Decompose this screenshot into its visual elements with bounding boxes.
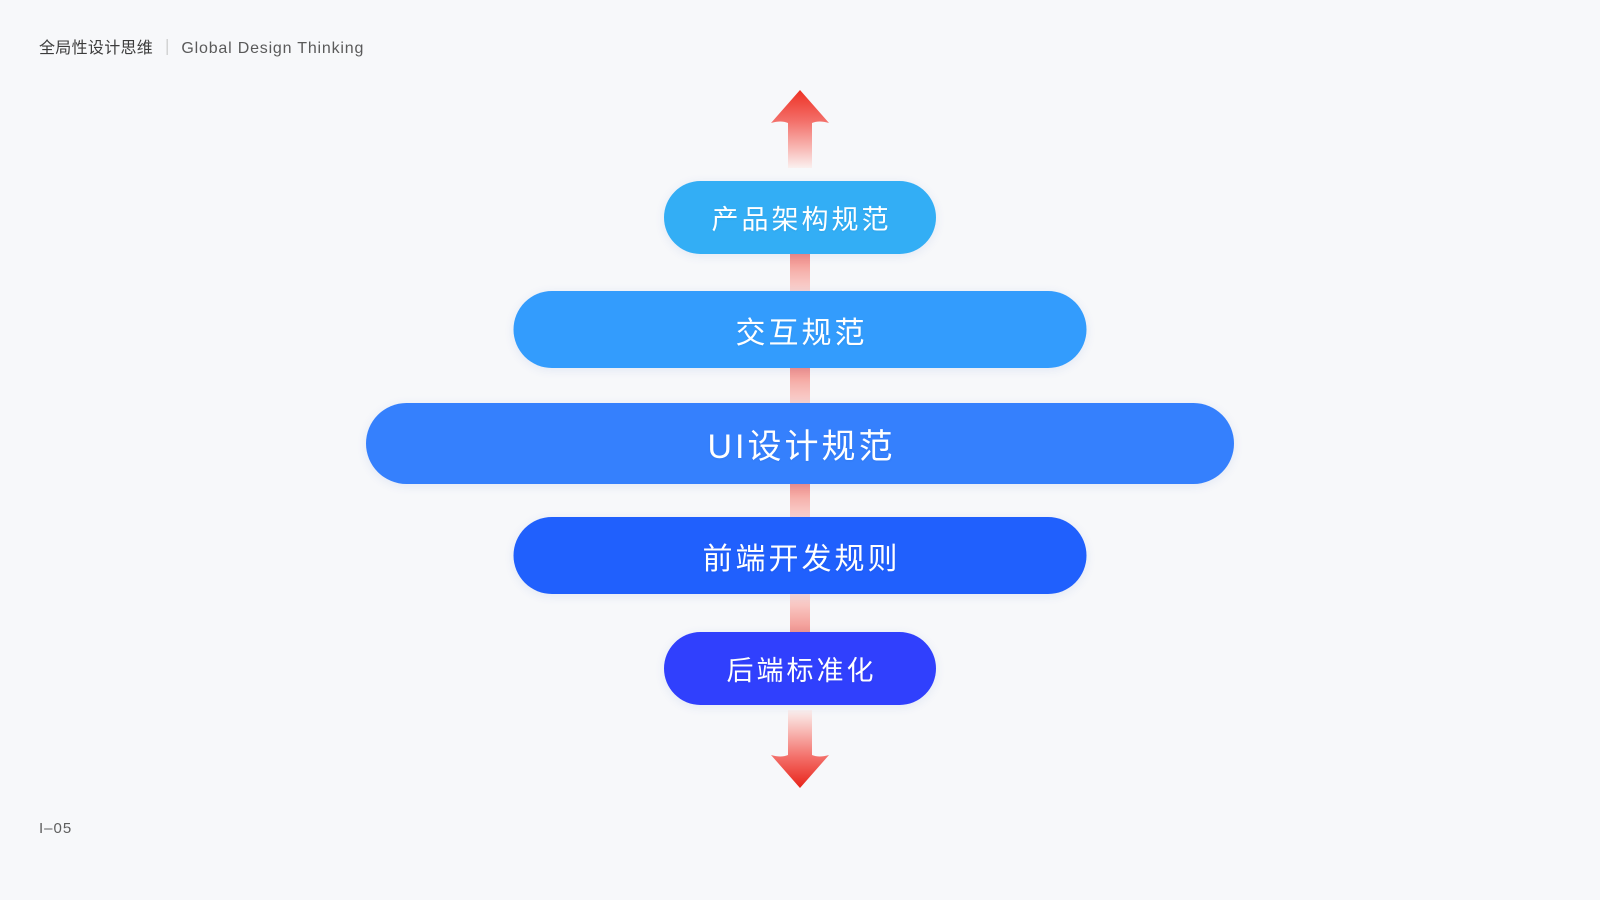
layer-bar-label: 前端开发规则 (702, 542, 901, 576)
layer-bar-frontend-rules[interactable]: 前端开发规则 (513, 517, 1087, 594)
page-title-zh: 全局性设计思维 (39, 40, 154, 57)
layer-bar-label: UI设计规范 (707, 428, 896, 466)
layer-bar-interaction-spec[interactable]: 交互规范 (513, 291, 1087, 368)
page-title-separator: ｜ (159, 40, 176, 57)
up-arrow-icon (771, 90, 829, 168)
down-arrow-icon (771, 710, 829, 788)
connector-segment-3 (790, 481, 810, 521)
layer-bar-label: 交互规范 (735, 316, 868, 350)
connector-segment-4 (790, 591, 810, 636)
page-number: I–05 (39, 820, 73, 837)
page-title-en: Global Design Thinking (181, 40, 365, 57)
layer-bar-label: 产品架构规范 (711, 205, 892, 235)
page-title: 全局性设计思维 ｜ Global Design Thinking (39, 36, 364, 62)
connector-segment-1 (790, 254, 810, 294)
layer-bar-label: 后端标准化 (726, 656, 877, 686)
layer-bar-ui-design-spec[interactable]: UI设计规范 (366, 403, 1234, 484)
layer-bar-backend-standardization[interactable]: 后端标准化 (664, 632, 936, 705)
layer-bar-product-architecture[interactable]: 产品架构规范 (664, 181, 936, 254)
connector-segment-2 (790, 365, 810, 407)
